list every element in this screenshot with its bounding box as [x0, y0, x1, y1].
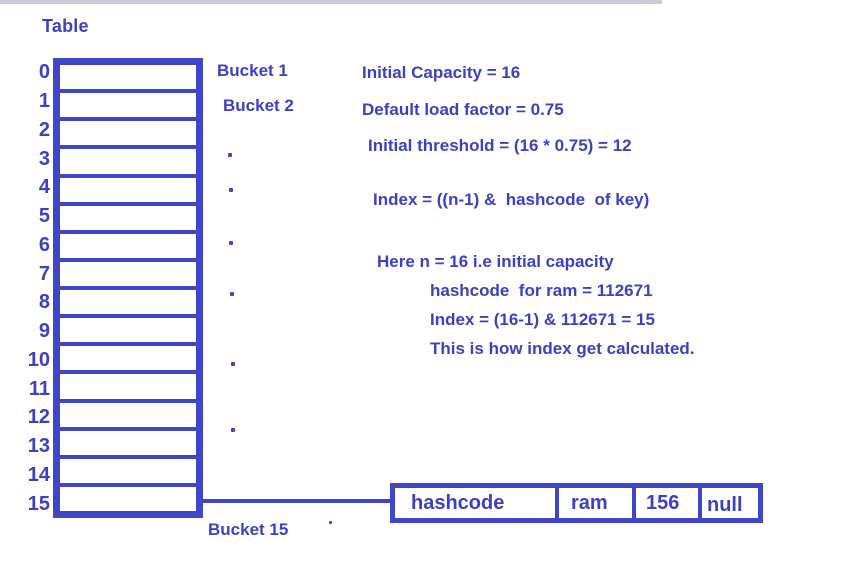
- bucket-array-table: [53, 58, 203, 518]
- ellipsis-dot: [230, 292, 234, 296]
- node-value-field: 156: [632, 488, 698, 518]
- row-index-label: 11: [28, 377, 50, 400]
- row-index-label: 12: [27, 406, 50, 429]
- bucket-cell-15: [60, 482, 196, 511]
- row-index-label: 10: [27, 348, 50, 371]
- bucket-cell-3: [60, 145, 196, 174]
- row-index-label: 2: [38, 118, 50, 141]
- note-conclusion: This is how index get calculated.: [430, 339, 695, 358]
- top-border-line: [0, 0, 662, 4]
- node-hash-field: hashcode: [411, 492, 505, 514]
- row-index-label: 9: [38, 320, 50, 343]
- ellipsis-dot: [231, 428, 235, 432]
- node-key-field: ram: [555, 488, 632, 518]
- bucket-cell-11: [60, 370, 196, 399]
- bucket15-to-node-connector-line: [203, 499, 391, 503]
- row-index-label: 3: [38, 147, 50, 170]
- bucket-cell-14: [60, 454, 196, 483]
- small-period-dot: [329, 521, 332, 524]
- ellipsis-dot: [231, 362, 235, 366]
- ellipsis-dot: [228, 153, 232, 157]
- bucket-cell-8: [60, 286, 196, 315]
- bucket-cell-1: [60, 89, 196, 118]
- row-index-label: 7: [38, 262, 50, 285]
- bucket-2-label: Bucket 2: [223, 96, 294, 115]
- note-index-formula: Index = ((n-1) & hashcode of key): [373, 190, 650, 209]
- row-index-label: 15: [27, 492, 50, 515]
- bucket-cell-7: [60, 257, 196, 286]
- node-next-field: null: [698, 488, 758, 518]
- bucket-15-label: Bucket 15: [208, 520, 289, 539]
- note-load-factor: Default load factor = 0.75: [362, 100, 564, 119]
- bucket-cell-6: [60, 229, 196, 258]
- note-hashcode-for-ram: hashcode for ram = 112671: [430, 281, 653, 300]
- row-index-label: 8: [38, 291, 50, 314]
- bucket-cell-4: [60, 173, 196, 202]
- row-index-label: 5: [38, 205, 50, 228]
- row-index-label: 0: [38, 61, 50, 84]
- table-title: Table: [42, 16, 89, 36]
- bucket-cell-13: [60, 426, 196, 455]
- bucket-cell-2: [60, 117, 196, 146]
- bucket-cell-10: [60, 342, 196, 371]
- bucket-cell-5: [60, 201, 196, 230]
- row-index-labels: 0 1 2 3 4 5 6 7 8 9 10 11 12 13 14 15: [4, 58, 50, 518]
- note-here-n: Here n = 16 i.e initial capacity: [377, 252, 614, 271]
- row-index-label: 4: [38, 176, 50, 199]
- row-index-label: 13: [27, 435, 50, 458]
- ellipsis-dot: [229, 188, 233, 192]
- bucket-cell-9: [60, 314, 196, 343]
- linked-list-node: hashcode ram 156 null: [390, 483, 763, 523]
- bucket-cell-0: [60, 65, 196, 90]
- row-index-label: 14: [27, 463, 50, 486]
- row-index-label: 6: [38, 233, 50, 256]
- bucket-cell-12: [60, 398, 196, 427]
- note-threshold: Initial threshold = (16 * 0.75) = 12: [368, 136, 632, 155]
- bucket-1-label: Bucket 1: [217, 61, 288, 80]
- note-initial-capacity: Initial Capacity = 16: [362, 63, 521, 82]
- ellipsis-dot: [229, 241, 233, 245]
- note-index-calculation: Index = (16-1) & 112671 = 15: [430, 310, 655, 329]
- row-index-label: 1: [38, 90, 50, 113]
